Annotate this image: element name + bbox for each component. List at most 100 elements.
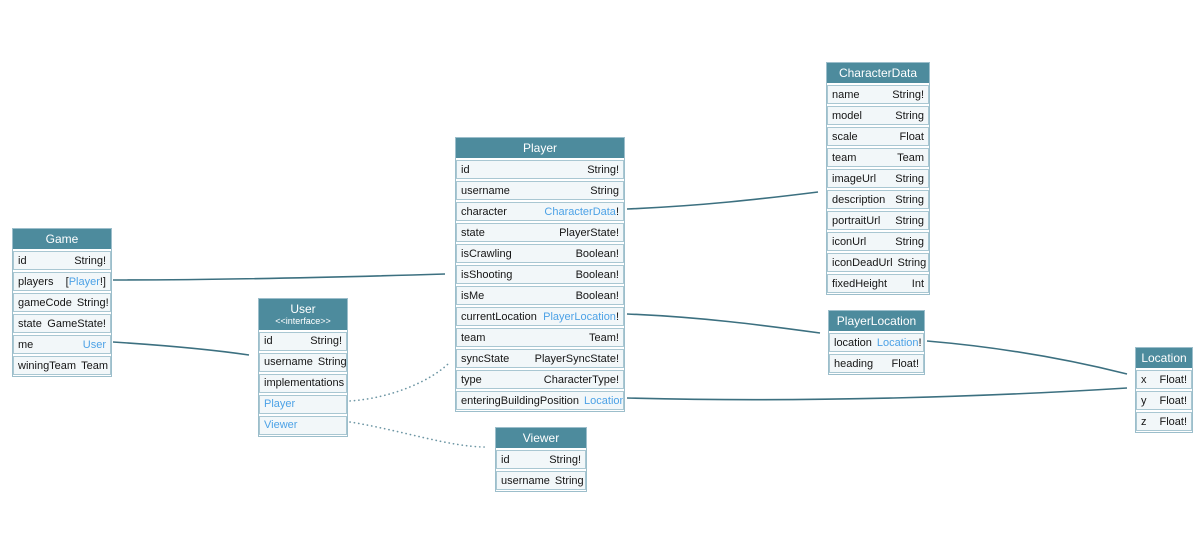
field-type: String [318,356,346,368]
type-name: Boolean! [575,289,619,302]
table-header-game[interactable]: Game [13,229,111,250]
field-name: type [461,373,482,386]
field-type: Float [900,131,924,143]
field-name: players [18,275,54,288]
field-type: Boolean! [576,290,619,302]
field-type: String! [892,89,924,101]
type-link-playerlocation[interactable]: PlayerLocation [543,310,616,323]
type-link-location[interactable]: Location [876,336,919,349]
type-link-user[interactable]: User [82,338,106,351]
field-name: id [501,453,510,466]
type-link-viewer[interactable]: Viewer [264,419,298,432]
table-header-characterdata[interactable]: CharacterData [827,63,929,84]
table-header-player[interactable]: Player [456,138,624,159]
field-type: String [555,475,584,487]
type-name: PlayerSyncState! [534,352,619,365]
field-name: fixedHeight [832,277,888,290]
field-name: gameCode [18,296,72,309]
game-row-players[interactable]: players[Player!] [13,272,111,292]
type-link-location[interactable]: Location [584,394,624,407]
field-type: Team [81,360,108,372]
edge-playerlocation-location-to-location-x [926,340,1128,375]
field-name: name [832,88,860,101]
table-subtitle-user: <<interface>> [275,316,331,327]
characterdata-row-name: name String! [827,85,929,105]
type-name: String! [892,88,924,101]
field-name: syncState [461,352,510,365]
type-name: String [895,235,924,248]
type-name: String! [74,254,106,267]
field-name: portraitUrl [832,214,881,227]
type-link-player[interactable]: Player [68,275,100,288]
type-name: String! [310,335,342,348]
field-name: y [1141,394,1147,407]
type-name: String! [76,296,109,309]
field-type: String [895,236,924,248]
user-row-implementations: implementations [259,373,347,393]
field-name: iconUrl [832,235,867,248]
field-name: z [1141,415,1147,428]
field-type: Float! [1159,374,1187,386]
user-row-id: id String! [259,331,347,351]
table-header-viewer[interactable]: Viewer [496,428,586,449]
edge-game-me-to-user-username [112,341,250,356]
type-name: Team [81,359,108,372]
field-name: state [18,317,42,330]
edge-player-enteringBuildingPosition-to-location-y [626,387,1128,401]
type-link-player[interactable]: Player [264,398,296,411]
user-implementation-viewer[interactable]: Viewer [259,415,347,435]
field-name: id [264,335,273,348]
type-name: CharacterType! [543,373,619,386]
player-row-isme: isMe Boolean! [456,286,624,306]
type-name: String [895,214,924,227]
type-wrap-close: ! [918,336,922,349]
type-name: Boolean! [575,247,619,260]
field-name: heading [834,357,874,370]
table-title-viewer: Viewer [522,431,560,445]
field-name: isShooting [461,268,513,281]
field-type: String! [74,255,106,267]
field-type: CharacterData! [544,206,619,218]
player-row-syncstate: syncState PlayerSyncState! [456,349,624,369]
field-name: id [461,163,470,176]
type-link-characterdata[interactable]: CharacterData [544,205,616,218]
table-title-user: User [290,302,316,316]
table-header-playerlocation[interactable]: PlayerLocation [829,311,924,332]
field-type: Float! [891,358,919,370]
table-header-location[interactable]: Location [1136,348,1192,369]
field-name: team [832,151,857,164]
type-wrap-open: [ [65,275,69,288]
edge-game-players-to-player-isShooting [112,273,446,281]
table-header-user[interactable]: User<<interface>> [259,299,347,330]
playerlocation-row-heading: heading Float! [829,354,924,374]
field-name: isMe [461,289,485,302]
edge-player-currentLocation-to-playerlocation-location [626,313,821,334]
user-implementation-player[interactable]: Player [259,394,347,414]
characterdata-row-portraiturl: portraitUrl String [827,211,929,231]
type-name: String [895,172,924,185]
field-type: PlayerSyncState! [535,353,619,365]
characterdata-row-iconurl: iconUrl String [827,232,929,252]
